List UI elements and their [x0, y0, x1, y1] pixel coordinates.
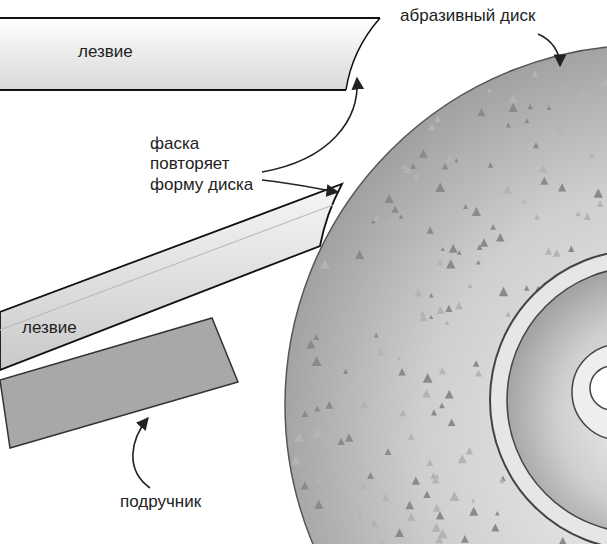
blade-node: лезвие [22, 318, 77, 338]
bevel-top [346, 18, 380, 90]
leader-arrow [538, 34, 560, 66]
top-blade [0, 18, 380, 90]
abrasive-disc [285, 45, 607, 544]
leader-arrow [262, 180, 338, 192]
lower-blade [0, 184, 342, 370]
disc-hole [590, 366, 607, 410]
disc-ring [490, 250, 607, 544]
disc-ring [507, 267, 607, 533]
leader-arrow [133, 418, 150, 488]
blade-label: лезвие [78, 42, 133, 62]
disc-hub [572, 344, 607, 440]
blade-node: лезвие [78, 42, 133, 62]
bevel-label: фаска повторяет форму диска [150, 134, 258, 195]
leader-arrow [262, 78, 357, 172]
disc-label: абразивный диск [400, 6, 535, 26]
rest-label: подручник [120, 492, 201, 512]
blade-label: лезвие [22, 318, 77, 338]
